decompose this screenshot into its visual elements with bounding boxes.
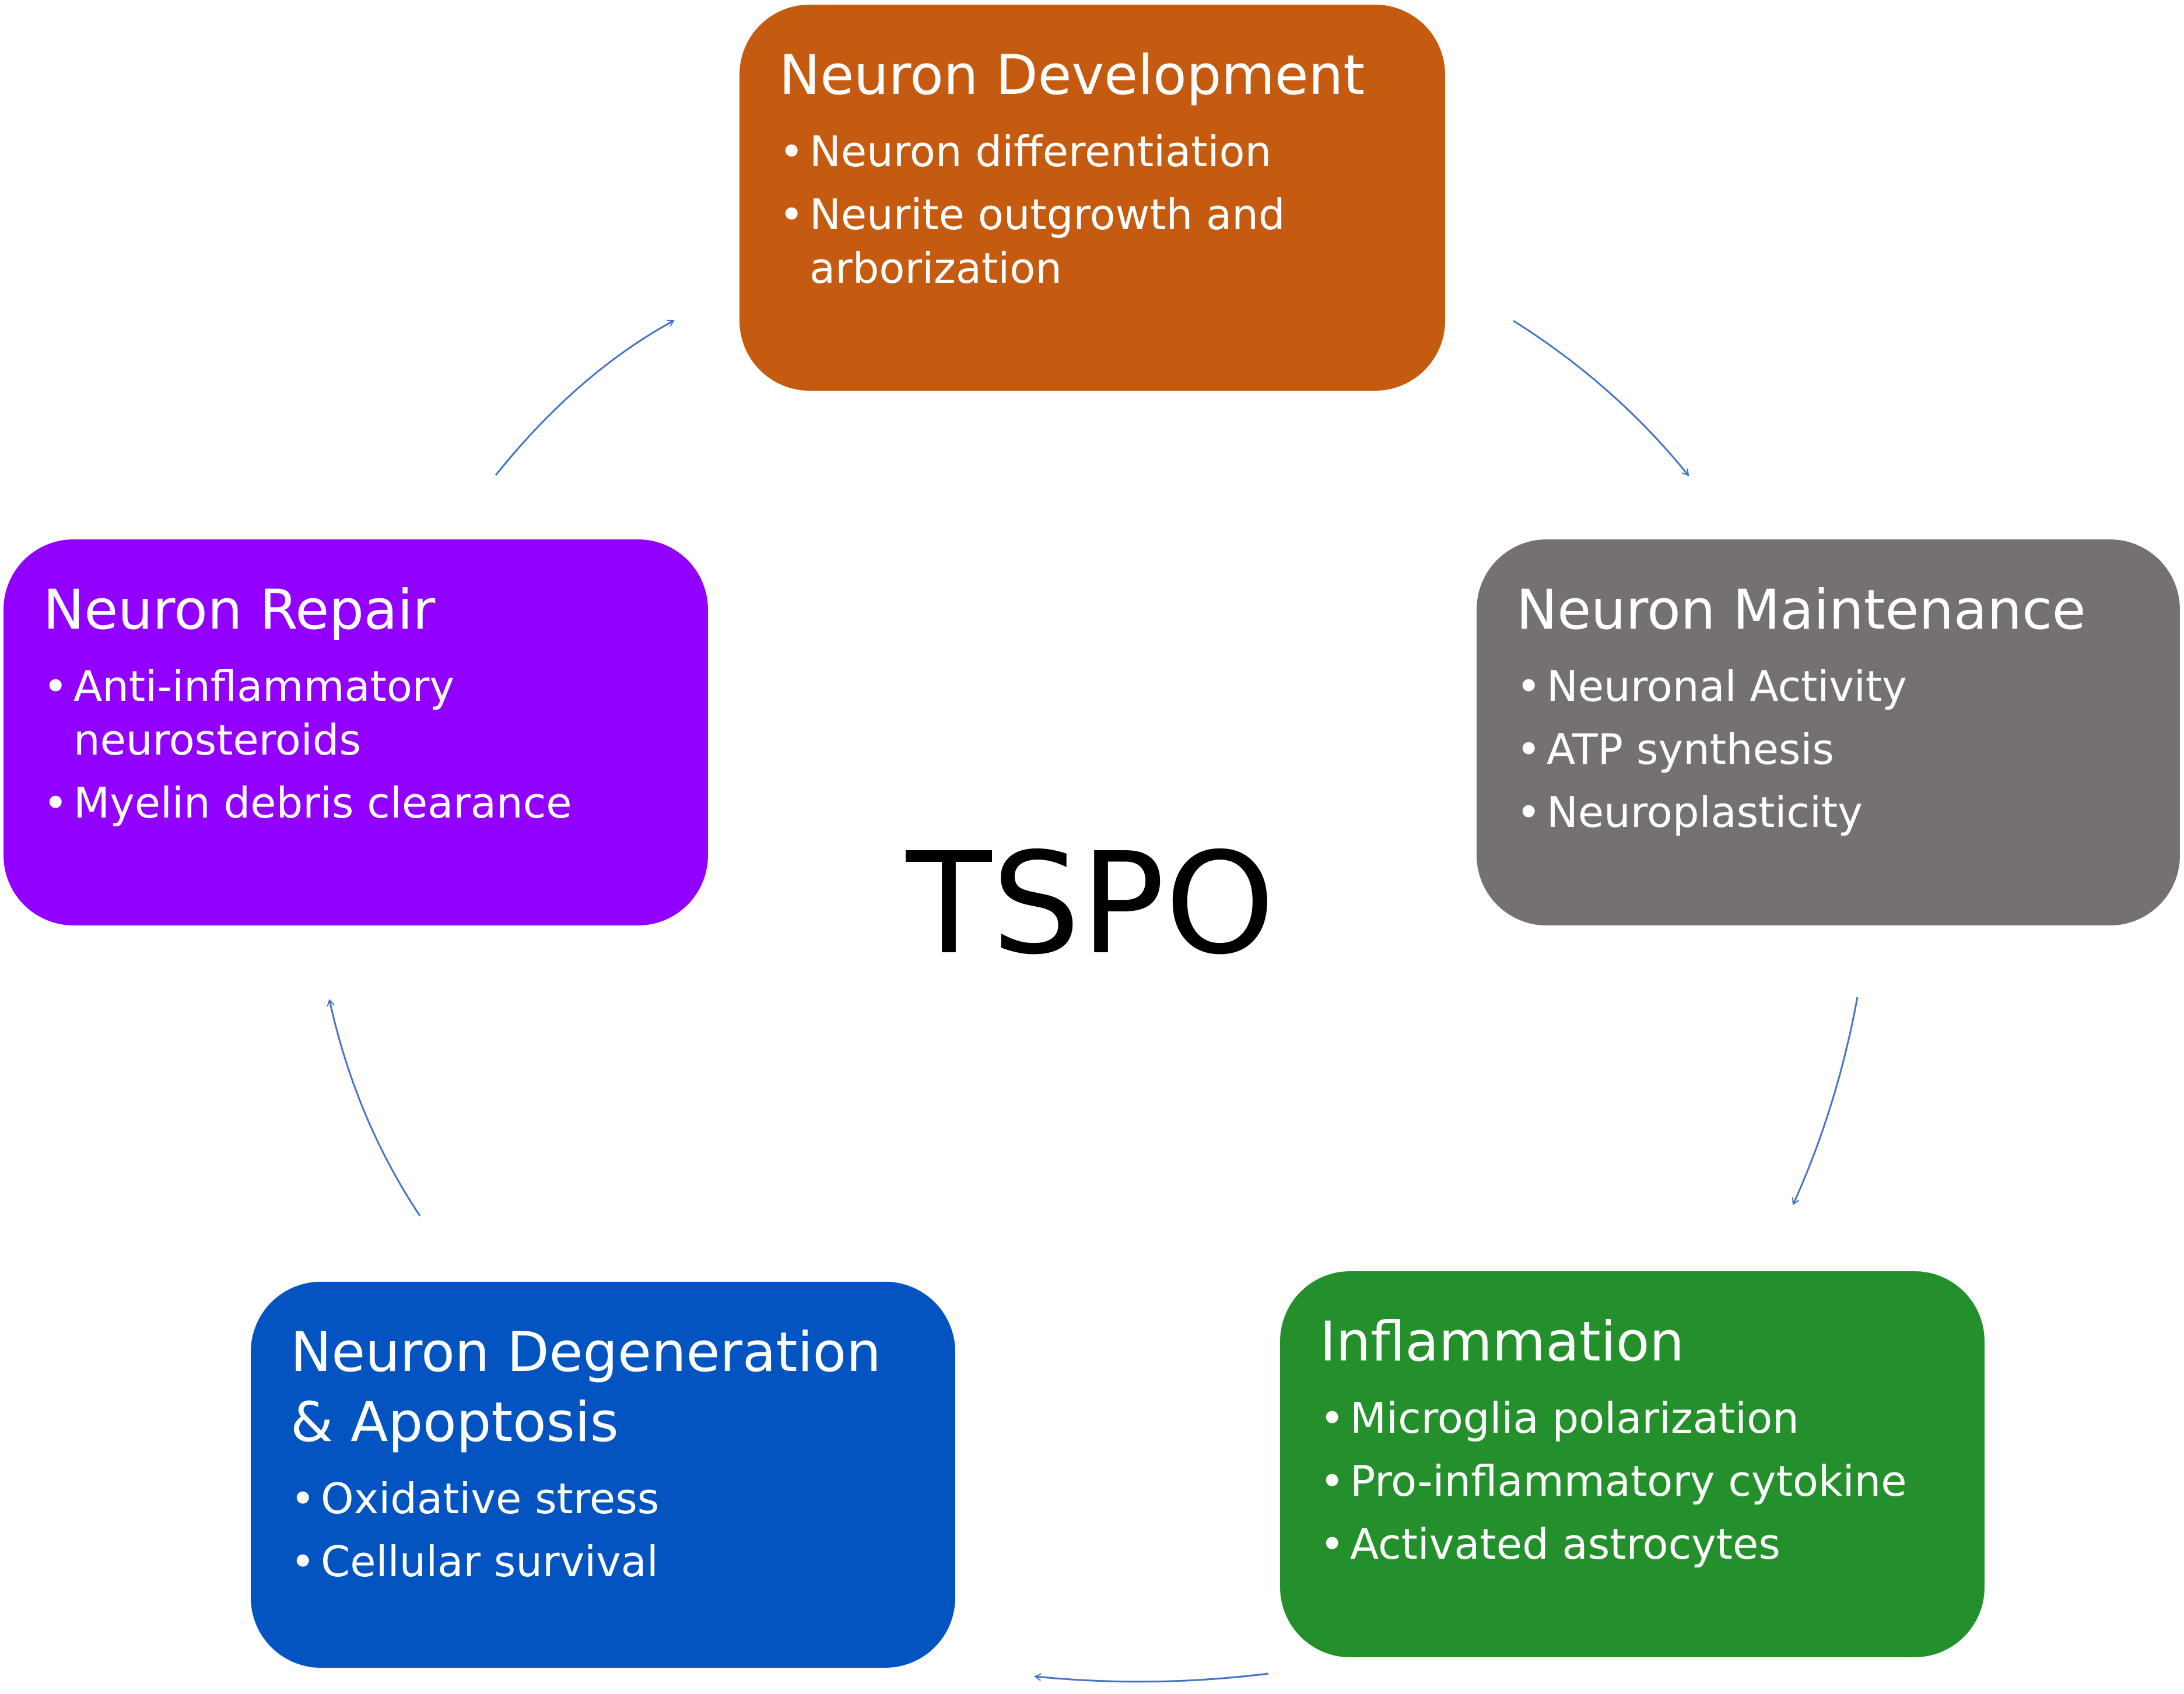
list-item: Oxidative stress	[290, 1472, 920, 1525]
list-item: Anti-inflammatory neurosteroids	[43, 660, 673, 767]
box-title: Neuron Development	[779, 44, 1365, 107]
list-item: Neuronal Activity	[1516, 660, 2145, 713]
arrow-inflammation-to-degeneration	[1034, 1672, 1269, 1683]
box-item-list: Neuron differentiation Neurite outgrowth…	[779, 125, 1410, 295]
box-title: Inflammation	[1320, 1310, 1684, 1374]
box-item-list: Neuronal Activity ATP synthesis Neuropla…	[1516, 660, 2145, 839]
arrow-repair-to-development	[495, 320, 675, 476]
arrow-maintenance-to-inflammation	[1792, 997, 1859, 1205]
box-item-list: Oxidative stress Cellular survival	[290, 1472, 920, 1588]
box-inflammation: Inflammation Microglia polarization Pro-…	[1280, 1271, 1985, 1657]
box-title: Neuron Repair	[43, 578, 436, 642]
arrow-development-to-maintenance	[1513, 320, 1689, 476]
list-item: Neuron differentiation	[779, 125, 1410, 178]
box-title: Neuron Maintenance	[1516, 578, 2086, 642]
box-neuron-repair: Neuron Repair Anti-inflammatory neuroste…	[3, 539, 708, 925]
box-neuron-development: Neuron Development Neuron differentiatio…	[739, 5, 1445, 391]
box-neuron-degeneration: Neuron Degeneration & Apoptosis Oxidativ…	[251, 1282, 955, 1668]
list-item: Activated astrocytes	[1320, 1517, 1950, 1571]
box-item-list: Microglia polarization Pro-inflammatory …	[1320, 1391, 1950, 1571]
list-item: Neuroplasticity	[1516, 785, 2145, 839]
center-label: TSPO	[906, 822, 1275, 985]
arrow-degeneration-to-repair	[327, 999, 421, 1216]
list-item: Cellular survival	[290, 1535, 920, 1588]
list-item: Microglia polarization	[1320, 1391, 1950, 1445]
list-item: Neurite outgrowth and arborization	[779, 188, 1410, 295]
list-item: Myelin debris clearance	[43, 776, 673, 830]
box-neuron-maintenance: Neuron Maintenance Neuronal Activity ATP…	[1477, 539, 2180, 925]
list-item: Pro-inflammatory cytokine	[1320, 1454, 1950, 1508]
list-item: ATP synthesis	[1516, 723, 2145, 776]
box-title: Neuron Degeneration & Apoptosis	[290, 1321, 881, 1454]
box-item-list: Anti-inflammatory neurosteroids Myelin d…	[43, 660, 673, 830]
